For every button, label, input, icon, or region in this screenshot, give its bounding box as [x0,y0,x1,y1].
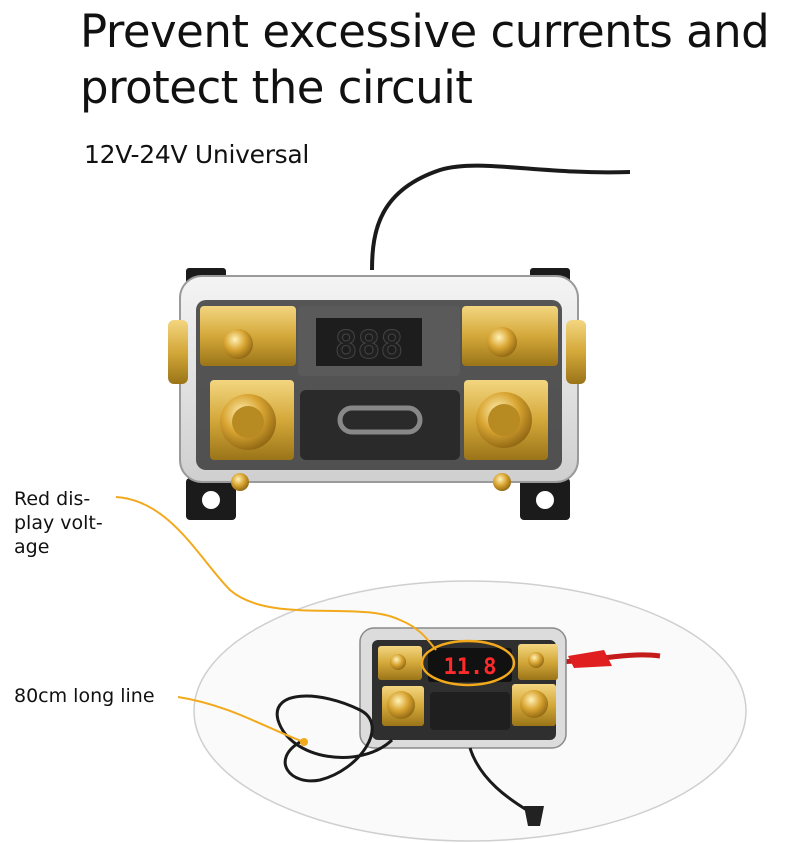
callout-long-line: 80cm long line [14,685,155,707]
display-highlight-ring [420,639,516,687]
headline: Prevent excessive currents and protect t… [80,4,770,116]
callout-red-line-2: play volt- [14,512,103,534]
voltage-subtitle: 12V-24V Universal [84,140,310,169]
callout-red-line-1: Red dis- [14,488,91,510]
callout-red-line-3: age [14,536,50,558]
long-line-cable [275,694,394,783]
headline-line-2: protect the circuit [80,61,473,114]
callout-red-display: Red dis- play volt- age [14,487,124,559]
headline-line-1: Prevent excessive currents and [80,5,770,58]
display-digits-lit: 11.8 [444,655,497,680]
fuse-holder-large: 888 [168,268,586,520]
sense-wire [370,163,631,271]
fuse-holder-small: 11.8 [359,627,661,749]
callout-leader-display [115,496,437,651]
display-digits-off: 888 [335,323,404,367]
callout-leader-line [177,696,305,743]
